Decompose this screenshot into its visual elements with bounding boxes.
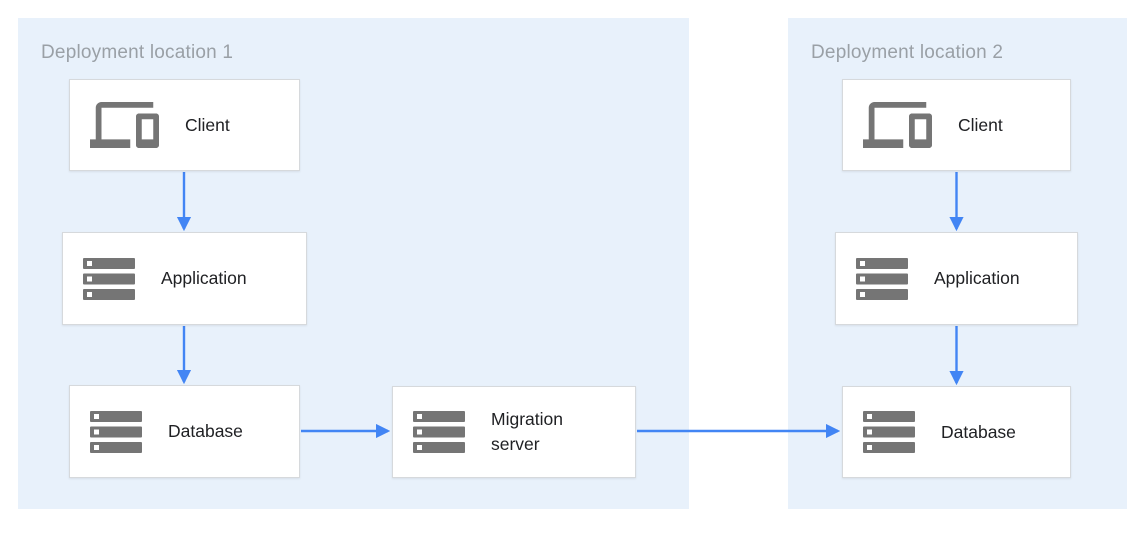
devices-icon [863,102,932,148]
node-database-1: Database [69,385,300,478]
server-stack-icon [83,257,135,300]
node-migration-server: Migration server [392,386,636,478]
node-label: Client [185,114,230,135]
server-stack-icon [856,257,908,300]
node-label: Database [168,421,243,441]
node-label: Database [941,421,1016,442]
devices-icon [90,102,159,148]
node-label: Migration server [491,409,563,454]
node-client-2: Client [842,79,1071,171]
node-database-2: Database [842,386,1071,478]
node-client-1: Client [69,79,300,171]
server-stack-icon [413,411,465,453]
node-application-2: Application [835,232,1078,325]
server-stack-icon [863,411,915,453]
node-label: Application [934,268,1020,288]
panel-title: Deployment location 1 [41,42,234,63]
node-application-1: Application [62,232,307,325]
node-label: Client [958,114,1003,135]
server-stack-icon [90,410,142,453]
node-label: Application [161,268,247,288]
panel-title: Deployment location 2 [811,42,1004,63]
